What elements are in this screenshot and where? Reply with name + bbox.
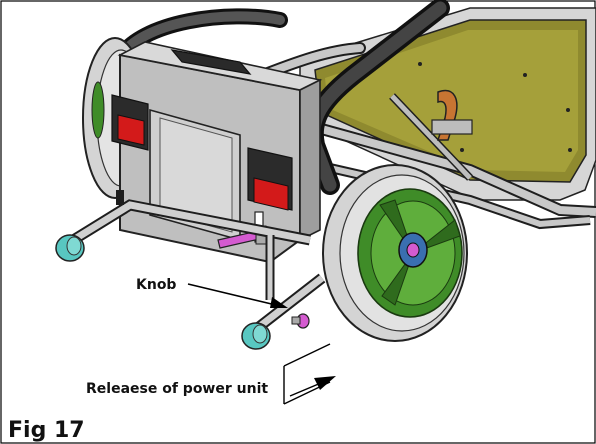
knob-callout: Knob	[136, 277, 288, 308]
release-callout: Releaese of power unit	[86, 343, 336, 405]
folding-lever	[431, 89, 473, 141]
right-caster	[241, 322, 271, 350]
left-caster	[55, 234, 85, 262]
figure-caption: Fig 17	[8, 418, 85, 443]
knob-label: Knob	[136, 277, 176, 293]
release-label: Releaese of power unit	[86, 381, 268, 397]
power-unit	[111, 41, 323, 264]
knob-arrow-icon	[187, 283, 281, 307]
release-arrow-icon	[283, 343, 336, 405]
adjustment-knob	[291, 313, 310, 329]
right-rear-wheel	[322, 164, 468, 342]
anti-tip-frame	[67, 190, 326, 335]
